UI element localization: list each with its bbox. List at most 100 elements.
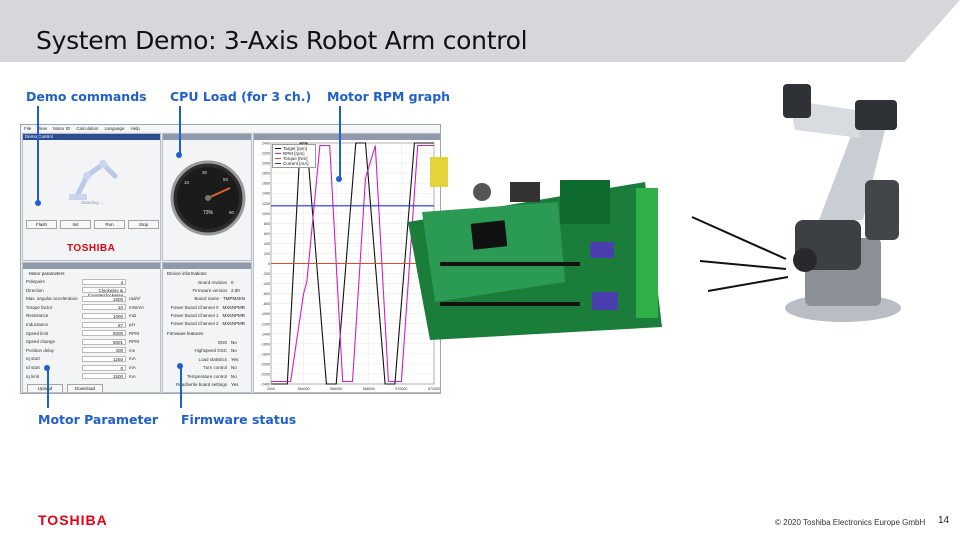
firmware-feature-value: Yes <box>231 356 239 362</box>
callout-firmware-status: Firmware status <box>181 412 297 427</box>
device-info-label: Power Board Channel 2 <box>170 321 219 326</box>
upload-button[interactable]: Upload <box>27 384 63 392</box>
firmware-feature-value: No <box>231 348 237 354</box>
slide-title: System Demo: 3-Axis Robot Arm control <box>36 26 528 55</box>
dot-demo-commands <box>35 200 41 206</box>
param-unit: mA <box>129 373 136 379</box>
param-value-input[interactable]: 1000 <box>82 312 126 319</box>
callout-demo-commands: Demo commands <box>26 89 147 104</box>
y-tick-label: -2000 <box>261 362 270 366</box>
device-info-label: Power Board Channel 0 <box>170 304 219 310</box>
demo-panel-title: Demo Control <box>23 134 160 140</box>
y-tick-label: 400 <box>264 242 270 246</box>
firmware-feature-label: Highspeed OSC <box>194 348 227 354</box>
leader-cpu-load <box>179 106 181 154</box>
firmware-status-panel-head <box>163 263 251 269</box>
gauge-tick-50: 50 <box>223 177 229 182</box>
title-band-shape <box>0 0 960 62</box>
stop-button[interactable]: Stop <box>128 220 159 229</box>
firmware-feature-value: No <box>231 365 237 371</box>
param-unit: mA <box>129 365 136 370</box>
motor-params-header: Motor parameters <box>29 271 65 276</box>
leader-motor-parameter <box>47 368 49 408</box>
gauge-tick-90: 90 <box>229 210 235 215</box>
x-tick-label: 2000 <box>267 387 275 391</box>
device-info-value: 2.00 <box>231 288 240 294</box>
device-info-value: MX6NPMR <box>222 321 245 326</box>
menu-language[interactable]: Language <box>104 126 125 131</box>
device-info-header: Device informations <box>167 271 207 276</box>
y-tick-label: -2200 <box>261 372 270 376</box>
param-value-input[interactable]: 8001 <box>82 338 126 345</box>
firmware-feature-label: Turn control <box>203 365 227 371</box>
menu-help[interactable]: Help <box>130 126 140 131</box>
param-value-input[interactable]: Clockwise & Counterclockwise <box>82 287 126 298</box>
param-unit: µH <box>129 322 135 327</box>
menu-file[interactable]: File <box>24 126 32 131</box>
legend-item-torque: Torque [Nm] <box>275 156 313 161</box>
param-unit: mA <box>129 356 136 362</box>
demo-status: Standing ... <box>81 200 104 205</box>
firmware-feature-value: Yes <box>231 382 239 387</box>
firmware-feature-row: Highspeed OSC No <box>167 347 245 354</box>
legend-item-current: Current [mA] <box>275 161 313 166</box>
flash-button[interactable]: Flash <box>26 220 57 229</box>
y-tick-label: -800 <box>263 302 270 306</box>
menu-bar: File View Motor ID Calculation Language … <box>21 125 440 132</box>
y-tick-label: -600 <box>263 292 270 296</box>
y-tick-label: 1600 <box>262 182 270 186</box>
device-info-label: Board name <box>194 296 219 302</box>
init-button[interactable]: Init <box>60 220 91 229</box>
param-value-input[interactable]: 10 <box>82 304 126 311</box>
cpu-load-panel-title <box>163 134 251 140</box>
y-tick-label: 800 <box>264 222 270 226</box>
menu-calculation[interactable]: Calculation <box>76 126 99 131</box>
param-label: Resistance <box>26 313 49 319</box>
y-tick-label: 2200 <box>262 152 270 156</box>
x-tick-label: 566000 <box>330 387 342 391</box>
device-info-value: TMPM4KN <box>222 296 245 302</box>
y-tick-label: 1000 <box>262 212 270 216</box>
callout-cpu-load: CPU Load (for 3 ch.) <box>170 89 312 104</box>
firmware-feature-label: Temperature control <box>186 373 227 379</box>
y-tick-label: -1200 <box>261 322 270 326</box>
param-unit: ms <box>129 347 135 353</box>
param-value-input[interactable]: 0 <box>82 364 126 371</box>
run-button[interactable]: Run <box>94 220 125 229</box>
y-tick-label: 1800 <box>262 172 270 176</box>
menu-view[interactable]: View <box>37 126 47 131</box>
param-unit: RPM <box>129 330 139 336</box>
param-value-input[interactable]: 1500 <box>82 295 126 302</box>
param-value-input[interactable]: 1250 <box>82 355 126 362</box>
dot-motor-rpm <box>336 176 342 182</box>
y-tick-label: 0 <box>268 262 270 266</box>
gauge-tick-10: 10 <box>184 180 190 185</box>
param-value-input[interactable]: 1500 <box>82 373 126 380</box>
title-band <box>0 0 960 62</box>
download-button[interactable]: Download <box>67 384 103 392</box>
cable-lines <box>691 216 789 292</box>
menu-motor-id[interactable]: Motor ID <box>52 126 71 131</box>
param-value-input[interactable]: 400 <box>82 347 126 354</box>
param-value-input[interactable]: 87 <box>82 321 126 328</box>
firmware-header: Firmware features <box>167 331 204 336</box>
param-value-input[interactable]: 4 <box>82 278 126 285</box>
param-unit: mΩ <box>129 313 137 319</box>
param-unit: RPM <box>129 339 139 345</box>
cpu-load-panel: 10 30 50 90 73% <box>162 133 252 261</box>
param-value-input[interactable]: 8000 <box>82 330 126 337</box>
callout-motor-rpm-graph: Motor RPM graph <box>327 89 451 104</box>
x-tick-label: 572000 <box>428 387 440 391</box>
gauge-value: 73% <box>203 210 214 216</box>
